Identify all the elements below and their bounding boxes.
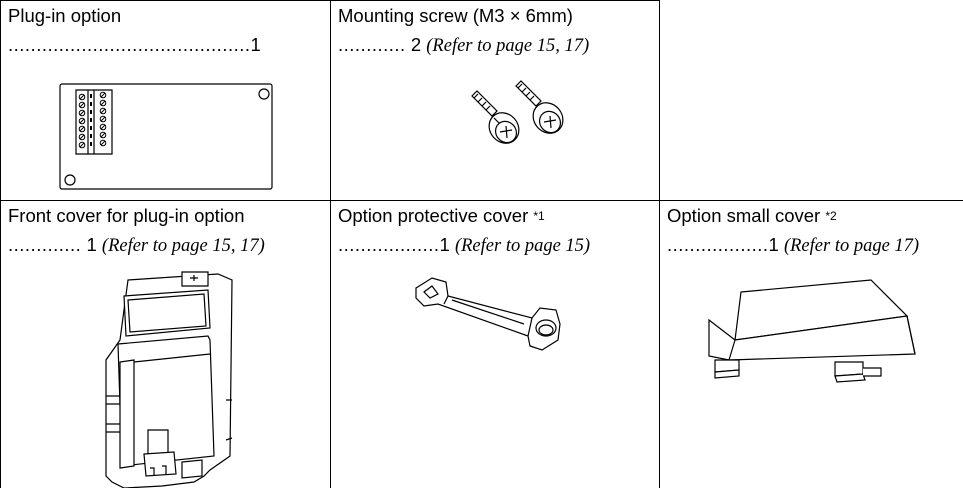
item-quantity: 1 (250, 34, 261, 55)
page-reference: (Refer to page 17) (783, 236, 920, 256)
cell-option-small-cover: Option small cover *2 ..................… (659, 200, 963, 488)
footnote-marker: *2 (825, 209, 837, 223)
option-protective-cover-illustration (412, 274, 564, 350)
item-name: Mounting screw (M3 × 6mm) (338, 5, 573, 26)
plug-in-option-board-illustration (58, 80, 278, 192)
leader-dots: ............. (8, 234, 82, 255)
cell-plug-in-option: Plug-in option .........................… (0, 0, 330, 200)
item-name: Front cover for plug-in option (8, 205, 245, 226)
page-reference: (Refer to page 15, 17) (101, 236, 265, 256)
item-name-line: Option small cover *2 (667, 205, 837, 227)
cell-front-cover: Front cover for plug-in option .........… (0, 200, 330, 488)
item-quantity-line: ..................1 (Refer to page 15) (338, 234, 590, 257)
leader-dots: ........................................… (8, 34, 251, 55)
item-quantity-line: ............ 2 (Refer to page 15, 17) (338, 34, 589, 57)
item-quantity: 2 (410, 34, 422, 55)
front-cover-illustration (98, 270, 238, 488)
page-reference: (Refer to page 15) (454, 236, 591, 256)
cell-option-protective-cover: Option protective cover *1 .............… (330, 200, 659, 488)
table-divider-1 (330, 0, 331, 488)
item-quantity-line: ............. 1 (Refer to page 15, 17) (8, 234, 265, 257)
table-border-left (0, 0, 1, 488)
leader-dots: .................. (667, 234, 769, 255)
table-divider-2 (659, 0, 660, 488)
footnote-marker: *1 (533, 209, 545, 223)
item-quantity-line: ........................................… (8, 34, 261, 56)
page-reference: (Refer to page 15, 17) (426, 36, 590, 56)
option-small-cover-illustration (705, 276, 921, 388)
item-name: Plug-in option (8, 5, 122, 26)
item-quantity-line: ..................1 (Refer to page 17) (667, 234, 919, 257)
item-quantity: 1 (86, 234, 97, 255)
item-name-line: Option protective cover *1 (338, 205, 545, 227)
item-quantity: 1 (439, 234, 450, 255)
item-name: Option protective cover (338, 205, 529, 226)
table-row-divider (0, 200, 963, 201)
leader-dots: ............ (338, 34, 406, 55)
item-quantity: 1 (768, 234, 779, 255)
leader-dots: .................. (338, 234, 440, 255)
item-name: Option small cover (667, 205, 821, 226)
cell-mounting-screw: Mounting screw (M3 × 6mm) ............ 2… (330, 0, 659, 200)
mounting-screw-illustration (464, 80, 574, 160)
